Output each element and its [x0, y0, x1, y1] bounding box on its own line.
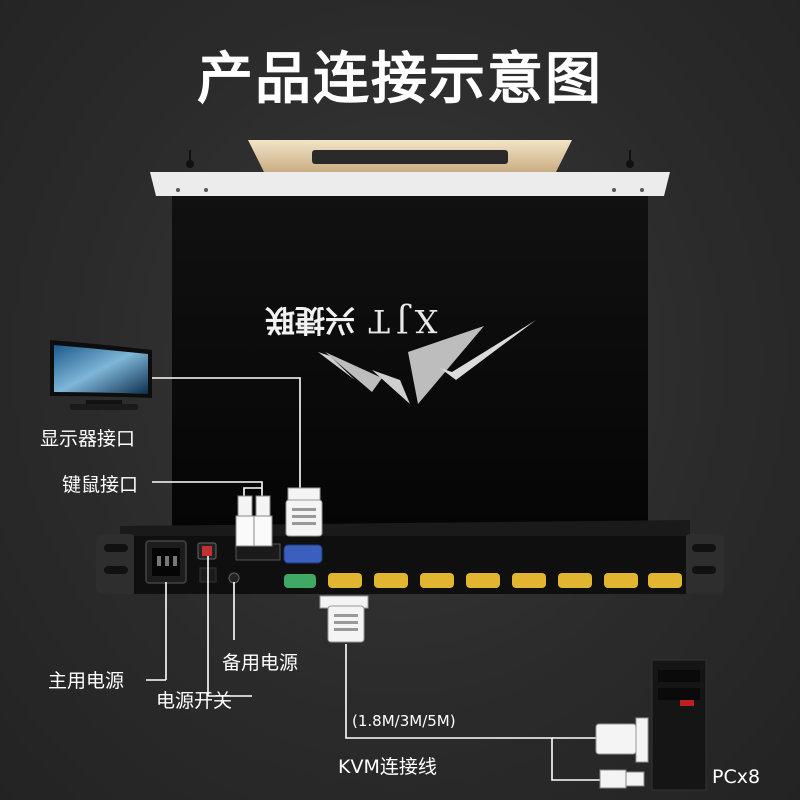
connection-wires — [146, 377, 610, 781]
pc-count-label: PCx8 — [712, 766, 761, 788]
pc-port-row — [284, 573, 682, 588]
usb-connector-icon — [599, 769, 645, 789]
backup-power-jack — [228, 572, 240, 584]
drawer-handle — [248, 140, 572, 172]
monitor-icon — [50, 340, 152, 410]
vga-connector-icon — [319, 595, 369, 643]
backup-power-label: 备用电源 — [222, 652, 299, 674]
logo-brand: XJT — [363, 302, 438, 340]
cable-lengths-label: (1.8M/3M/5M) — [352, 712, 456, 730]
kb-mouse-port-label: 键鼠接口 — [62, 474, 139, 496]
power-switch-label: 电源开关 — [156, 690, 233, 712]
logo-name: 兴捷联 — [265, 302, 355, 337]
vga-connector-icon — [595, 717, 649, 763]
top-rail — [150, 150, 670, 196]
display-port-label: 显示器接口 — [40, 428, 136, 450]
console-ports — [235, 543, 323, 564]
power-socket — [145, 540, 187, 584]
page-title: 产品连接示意图 — [197, 47, 603, 112]
brand-logo: XJT 兴捷联 — [265, 302, 536, 404]
pc-tower-icon — [651, 659, 707, 791]
usb-connector-icon — [235, 495, 273, 547]
main-power-label: 主用电源 — [48, 670, 125, 692]
kvm-cable-label: KVM连接线 — [338, 756, 437, 778]
vga-connector-icon — [285, 487, 323, 537]
